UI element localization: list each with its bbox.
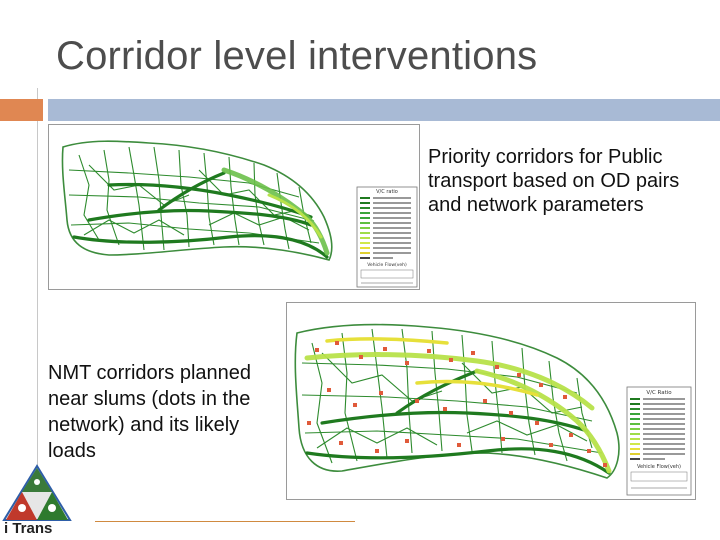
pt-corridor-caption: Priority corridors for Public transport … [428, 146, 680, 216]
logo-text: i Trans [4, 520, 53, 537]
nmt-corridor-caption: NMT corridors planned near slums (dots i… [48, 362, 252, 462]
accent-band-orange [0, 99, 43, 121]
map1-legend-footer: Vehicle Flow(veh) [367, 262, 407, 268]
nmt-corridor-map: V/C Ratio [286, 302, 696, 500]
nmt-corridor-map-graphic: V/C Ratio [294, 323, 692, 496]
map2-legend-title: V/C Ratio [646, 390, 672, 396]
itrans-logo-icon [2, 464, 72, 521]
slum-dots [307, 341, 607, 467]
pt-corridor-map: V/C ratio [48, 124, 420, 290]
slide-title: Corridor level interventions [56, 34, 538, 78]
left-rule-divider [37, 88, 38, 508]
map1-legend-title: V/C ratio [376, 189, 398, 195]
map2-legend-footer: Vehicle Flow(veh) [637, 464, 681, 470]
pt-corridor-map-graphic: V/C ratio [61, 140, 418, 288]
accent-band-blue [48, 99, 720, 121]
footer-divider [95, 521, 355, 522]
